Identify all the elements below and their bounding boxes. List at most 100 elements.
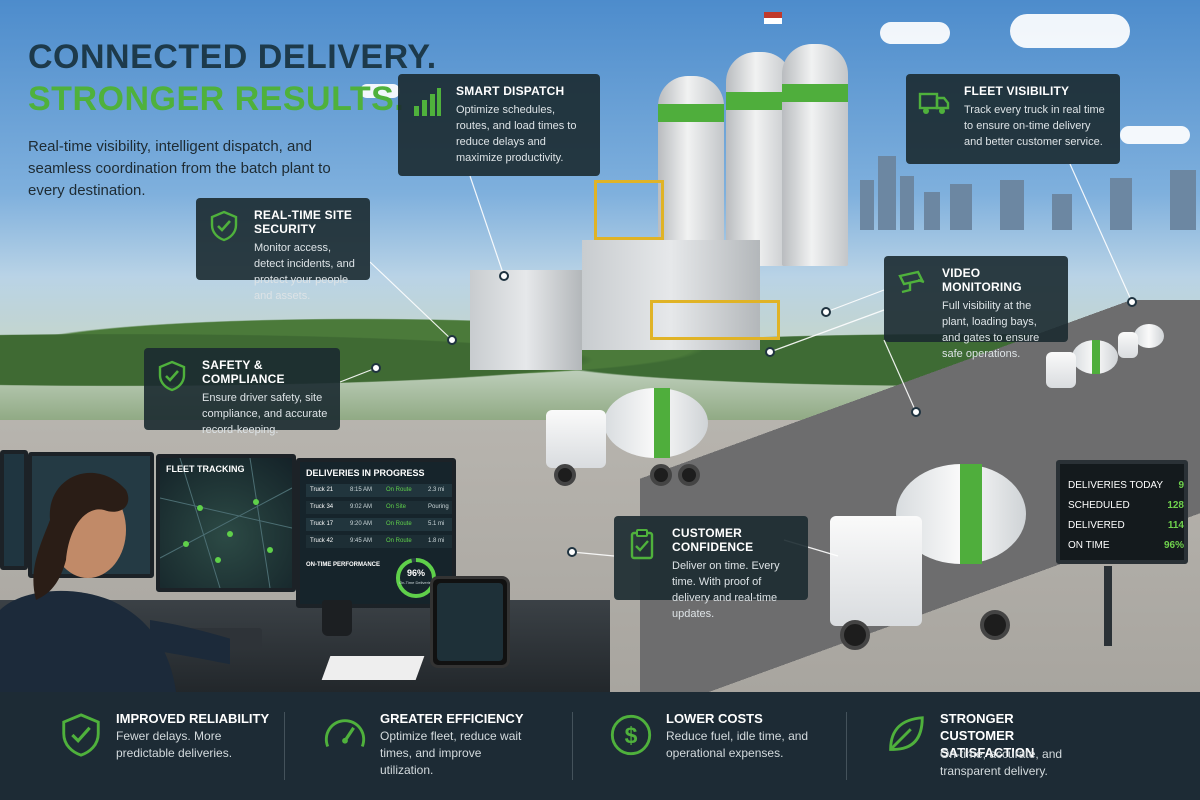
on-time-label: On-Time Deliveries	[398, 580, 434, 585]
connector-dot	[821, 307, 831, 317]
delivery-distance: Pouring	[428, 504, 449, 510]
plant-scaffold	[594, 180, 664, 240]
city-skyline	[860, 156, 1196, 230]
divider	[846, 712, 847, 780]
delivery-distance: 5.1 mi	[428, 521, 445, 527]
benefit-body: Reduce fuel, idle time, and operational …	[666, 729, 809, 760]
benefit-efficiency: GREATER EFFICIENCY Optimize fleet, reduc…	[322, 692, 542, 800]
headline-line-1: CONNECTED DELIVERY.	[28, 38, 437, 76]
callout-title: CUSTOMER CONFIDENCE	[672, 526, 754, 554]
coffee-mug	[322, 600, 352, 636]
fleet-tracking-title: FLEET TRACKING	[166, 464, 245, 474]
board-row: DELIVERED 114	[1068, 520, 1184, 531]
cement-silo	[782, 44, 848, 266]
callout-safety-compliance: SAFETY & COMPLIANCE Ensure driver safety…	[144, 348, 340, 436]
delivery-time: 9:02 AM	[350, 504, 373, 510]
delivery-row[interactable]: Truck 17 9:20 AM On Route 5.1 mi	[306, 518, 452, 531]
callout-site-security: REAL-TIME SITE SECURITY Monitor access, …	[196, 198, 370, 302]
fleet-tracking-monitor: FLEET TRACKING	[156, 454, 296, 592]
svg-text:$: $	[625, 723, 638, 749]
callout-title: REAL-TIME SITE SECURITY	[254, 208, 353, 236]
leaf-icon	[889, 716, 924, 751]
deliveries-title: DELIVERIES IN PROGRESS	[306, 468, 425, 478]
connector-dot	[567, 547, 577, 557]
delivery-truck: Truck 17	[310, 521, 334, 527]
gauge-icon	[324, 719, 366, 748]
callout-body: Ensure driver safety, site compliance, a…	[202, 392, 328, 436]
shield-check-icon	[158, 360, 186, 392]
benefit-title: GREATER EFFICIENCY	[380, 711, 524, 726]
delivery-status: On Route	[386, 538, 412, 544]
delivery-row[interactable]: Truck 42 9:45 AM On Route 1.8 mi	[306, 535, 452, 548]
callout-body: Full visibility at the plant, loading ba…	[942, 300, 1040, 360]
callout-title: VIDEO MONITORING	[942, 266, 1022, 294]
delivery-status: On Route	[386, 521, 412, 527]
board-title-value: 9	[1178, 480, 1184, 491]
cloud	[880, 22, 950, 44]
shield-check-icon	[62, 713, 100, 757]
fleet-map	[159, 457, 293, 589]
delivery-truck: Truck 21	[310, 487, 334, 493]
benefit-reliability: IMPROVED RELIABILITY Fewer delays. More …	[58, 692, 278, 800]
divider	[284, 712, 285, 780]
connector-dot	[499, 271, 509, 281]
delivery-row[interactable]: Truck 21 8:15 AM On Route 2.3 mi	[306, 484, 452, 497]
batch-plant-building	[470, 270, 582, 370]
board-value: 128	[1167, 500, 1184, 511]
cloud	[1010, 14, 1130, 48]
benefit-title: STRONGER CUSTOMER SATISFACTION	[940, 711, 1035, 760]
benefit-customer-satisfaction: STRONGER CUSTOMER SATISFACTION On-time, …	[882, 692, 1102, 800]
mixer-truck	[820, 460, 1030, 660]
delivery-distance: 1.8 mi	[428, 538, 445, 544]
callout-title: SMART DISPATCH	[456, 84, 565, 98]
intro-text: Real-time visibility, intelligent dispat…	[28, 138, 331, 199]
flag-icon	[764, 12, 782, 24]
board-label: DELIVERED	[1068, 520, 1125, 531]
side-monitor	[0, 450, 28, 570]
delivery-status: On Site	[386, 504, 407, 510]
callout-title: FLEET VISIBILITY	[964, 84, 1070, 98]
delivery-distance: 2.3 mi	[428, 487, 445, 493]
board-value: 96%	[1163, 540, 1184, 551]
notebook	[321, 656, 425, 680]
deliveries-monitor: DELIVERIES IN PROGRESS Truck 21 8:15 AM On…	[296, 458, 456, 608]
headline-line-2: STRONGER RESULTS.	[28, 80, 405, 118]
delivery-truck: Truck 42	[310, 538, 334, 544]
page-title: CONNECTED DELIVERY. STRONGER RESULTS.	[28, 36, 437, 120]
mixer-truck	[1044, 336, 1120, 406]
cloud	[360, 84, 400, 98]
delivery-status: On Route	[386, 487, 412, 493]
cement-silo	[658, 76, 724, 266]
connector-dot	[371, 363, 381, 373]
benefit-title: IMPROVED RELIABILITY	[116, 711, 270, 726]
clipboard-check-icon	[630, 529, 654, 560]
board-value: 114	[1167, 520, 1184, 531]
callout-title: SAFETY & COMPLIANCE	[202, 358, 285, 386]
sign-post	[1104, 566, 1112, 646]
delivery-time: 8:15 AM	[350, 487, 373, 493]
callout-body: Optimize schedules, routes, and load tim…	[456, 104, 577, 164]
callout-body: Track every truck in real time to ensure…	[964, 104, 1105, 148]
benefit-lower-costs: $ LOWER COSTS Reduce fuel, idle time, an…	[608, 692, 838, 800]
callout-smart-dispatch: SMART DISPATCH Optimize schedules, route…	[398, 74, 600, 176]
benefit-body: On-time, accurate, and transparent deliv…	[940, 747, 1063, 778]
cloud	[1120, 126, 1190, 144]
benefit-body: Optimize fleet, reduce wait times, and i…	[380, 729, 522, 777]
board-title: DELIVERIES TODAY	[1068, 480, 1164, 491]
truck-icon	[918, 92, 950, 114]
delivery-time: 9:45 AM	[350, 538, 373, 544]
camera-icon	[898, 270, 925, 294]
mixer-truck	[540, 380, 710, 490]
delivery-time: 9:20 AM	[350, 521, 373, 527]
dispatcher-person	[0, 472, 230, 692]
board-title-row: DELIVERIES TODAY 9	[1068, 480, 1184, 491]
callout-body: Deliver on time. Every time. With proof …	[672, 560, 780, 620]
benefit-body: Fewer delays. More predictable deliverie…	[116, 729, 233, 760]
dollar-icon: $	[610, 714, 652, 756]
bar-chart-icon	[414, 88, 441, 116]
cement-silo	[726, 52, 792, 266]
